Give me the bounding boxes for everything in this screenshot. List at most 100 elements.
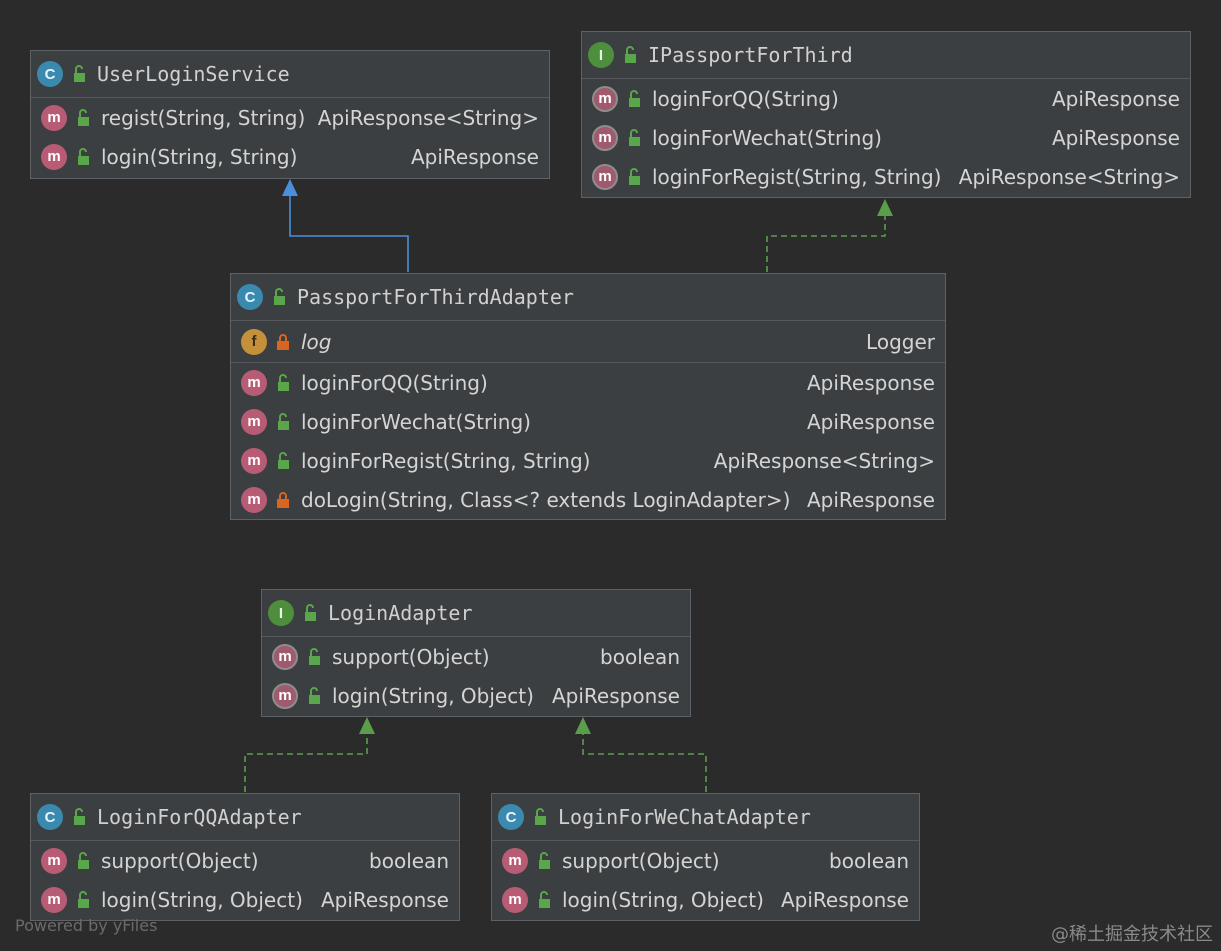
- public-lock-icon: [302, 603, 318, 623]
- class-icon: C: [37, 61, 63, 87]
- public-lock-icon: [536, 890, 552, 910]
- abstract-method-icon: m: [272, 643, 298, 670]
- public-lock-icon: [626, 128, 642, 148]
- method-name: support(Object): [562, 848, 720, 873]
- method-icon: m: [41, 143, 67, 170]
- method-row[interactable]: m loginForWechat(String) ApiResponse: [231, 402, 945, 441]
- method-name: login(String, Object): [101, 887, 303, 912]
- method-return-type: ApiResponse: [807, 487, 935, 512]
- method-row[interactable]: m loginForRegist(String, String) ApiResp…: [231, 441, 945, 480]
- method-name: loginForRegist(String, String): [301, 448, 591, 473]
- inheritance-edge-adapter-to-userloginservice: [282, 179, 409, 272]
- class-icon: C: [37, 804, 63, 830]
- private-lock-icon: [275, 490, 291, 510]
- field-name: log: [301, 329, 332, 354]
- abstract-method-icon: m: [592, 124, 618, 151]
- method-return-type: ApiResponse: [411, 144, 539, 169]
- realization-edge-qq-to-loginadapter: [244, 717, 375, 792]
- method-row[interactable]: m regist(String, String) ApiResponse<Str…: [31, 98, 549, 137]
- field-icon: f: [241, 328, 267, 355]
- method-name: login(String, Object): [562, 887, 764, 912]
- method-name: regist(String, String): [101, 105, 306, 130]
- public-lock-icon: [275, 373, 291, 393]
- class-passportforthirdadapter[interactable]: C PassportForThirdAdapter f log Logger m…: [230, 273, 946, 520]
- method-icon: m: [502, 847, 528, 874]
- public-lock-icon: [71, 64, 87, 84]
- method-return-type: ApiResponse: [1052, 125, 1180, 150]
- method-row[interactable]: m login(String, Object) ApiResponse: [262, 676, 690, 715]
- class-icon: C: [237, 284, 263, 310]
- field-row[interactable]: f log Logger: [231, 321, 945, 362]
- interface-loginadapter[interactable]: I LoginAdapter m support(Object) boolean…: [261, 589, 691, 717]
- private-lock-icon: [275, 332, 291, 352]
- method-icon: m: [241, 408, 267, 435]
- method-row[interactable]: m support(Object) boolean: [262, 637, 690, 676]
- field-type: Logger: [866, 329, 935, 354]
- method-row[interactable]: m login(String, Object) ApiResponse: [492, 880, 919, 919]
- method-return-type: ApiResponse: [807, 370, 935, 395]
- interface-icon: I: [268, 600, 294, 626]
- method-icon: m: [502, 886, 528, 913]
- realization-edge-wechat-to-loginadapter: [575, 717, 707, 792]
- method-row[interactable]: m login(String, String) ApiResponse: [31, 137, 549, 176]
- abstract-method-icon: m: [272, 682, 298, 709]
- class-header: C PassportForThirdAdapter: [231, 274, 945, 321]
- methods-section: m support(Object) boolean m login(String…: [492, 841, 919, 919]
- method-return-type: ApiResponse<String>: [713, 448, 935, 473]
- method-name: loginForRegist(String, String): [652, 164, 942, 189]
- method-return-type: boolean: [829, 848, 909, 873]
- realization-edge-adapter-to-ipassportforthird: [766, 199, 893, 272]
- method-return-type: ApiResponse: [807, 409, 935, 434]
- method-icon: m: [41, 104, 67, 131]
- class-name: PassportForThirdAdapter: [297, 285, 574, 309]
- interface-icon: I: [588, 42, 614, 68]
- public-lock-icon: [532, 807, 548, 827]
- method-name: support(Object): [101, 848, 259, 873]
- public-lock-icon: [75, 851, 91, 871]
- class-name: LoginForWeChatAdapter: [558, 805, 811, 829]
- public-lock-icon: [306, 647, 322, 667]
- method-icon: m: [41, 847, 67, 874]
- public-lock-icon: [275, 451, 291, 471]
- method-row[interactable]: m doLogin(String, Class<? extends LoginA…: [231, 480, 945, 519]
- class-loginforqqadapter[interactable]: C LoginForQQAdapter m support(Object) bo…: [30, 793, 460, 921]
- public-lock-icon: [626, 89, 642, 109]
- public-lock-icon: [626, 167, 642, 187]
- method-name: loginForQQ(String): [301, 370, 488, 395]
- method-name: support(Object): [332, 644, 490, 669]
- class-name: IPassportForThird: [648, 43, 853, 67]
- method-name: doLogin(String, Class<? extends LoginAda…: [301, 487, 791, 512]
- class-name: LoginAdapter: [328, 601, 473, 625]
- class-name: LoginForQQAdapter: [97, 805, 302, 829]
- public-lock-icon: [75, 147, 91, 167]
- public-lock-icon: [71, 807, 87, 827]
- method-row[interactable]: m loginForQQ(String) ApiResponse: [231, 363, 945, 402]
- method-row[interactable]: m login(String, Object) ApiResponse: [31, 880, 459, 919]
- method-row[interactable]: m support(Object) boolean: [492, 841, 919, 880]
- method-row[interactable]: m support(Object) boolean: [31, 841, 459, 880]
- method-return-type: ApiResponse<String>: [958, 164, 1180, 189]
- method-name: login(String, Object): [332, 683, 534, 708]
- public-lock-icon: [306, 686, 322, 706]
- method-icon: m: [241, 486, 267, 513]
- powered-by-watermark: Powered by yFiles: [15, 916, 158, 935]
- class-header: C LoginForQQAdapter: [31, 794, 459, 841]
- interface-ipassportforthird[interactable]: I IPassportForThird m loginForQQ(String)…: [581, 31, 1191, 198]
- public-lock-icon: [75, 890, 91, 910]
- class-userloginservice[interactable]: C UserLoginService m regist(String, Stri…: [30, 50, 550, 179]
- public-lock-icon: [275, 412, 291, 432]
- methods-section: m support(Object) boolean m login(String…: [31, 841, 459, 919]
- method-return-type: ApiResponse: [781, 887, 909, 912]
- method-row[interactable]: m loginForQQ(String) ApiResponse: [582, 79, 1190, 118]
- method-return-type: ApiResponse<String>: [317, 105, 539, 130]
- public-lock-icon: [75, 108, 91, 128]
- methods-section: m support(Object) boolean m login(String…: [262, 637, 690, 715]
- method-row[interactable]: m loginForRegist(String, String) ApiResp…: [582, 157, 1190, 196]
- method-return-type: ApiResponse: [321, 887, 449, 912]
- abstract-method-icon: m: [592, 163, 618, 190]
- methods-section: m loginForQQ(String) ApiResponse m login…: [582, 79, 1190, 196]
- method-row[interactable]: m loginForWechat(String) ApiResponse: [582, 118, 1190, 157]
- class-loginforwechatadapter[interactable]: C LoginForWeChatAdapter m support(Object…: [491, 793, 920, 921]
- class-header: I LoginAdapter: [262, 590, 690, 637]
